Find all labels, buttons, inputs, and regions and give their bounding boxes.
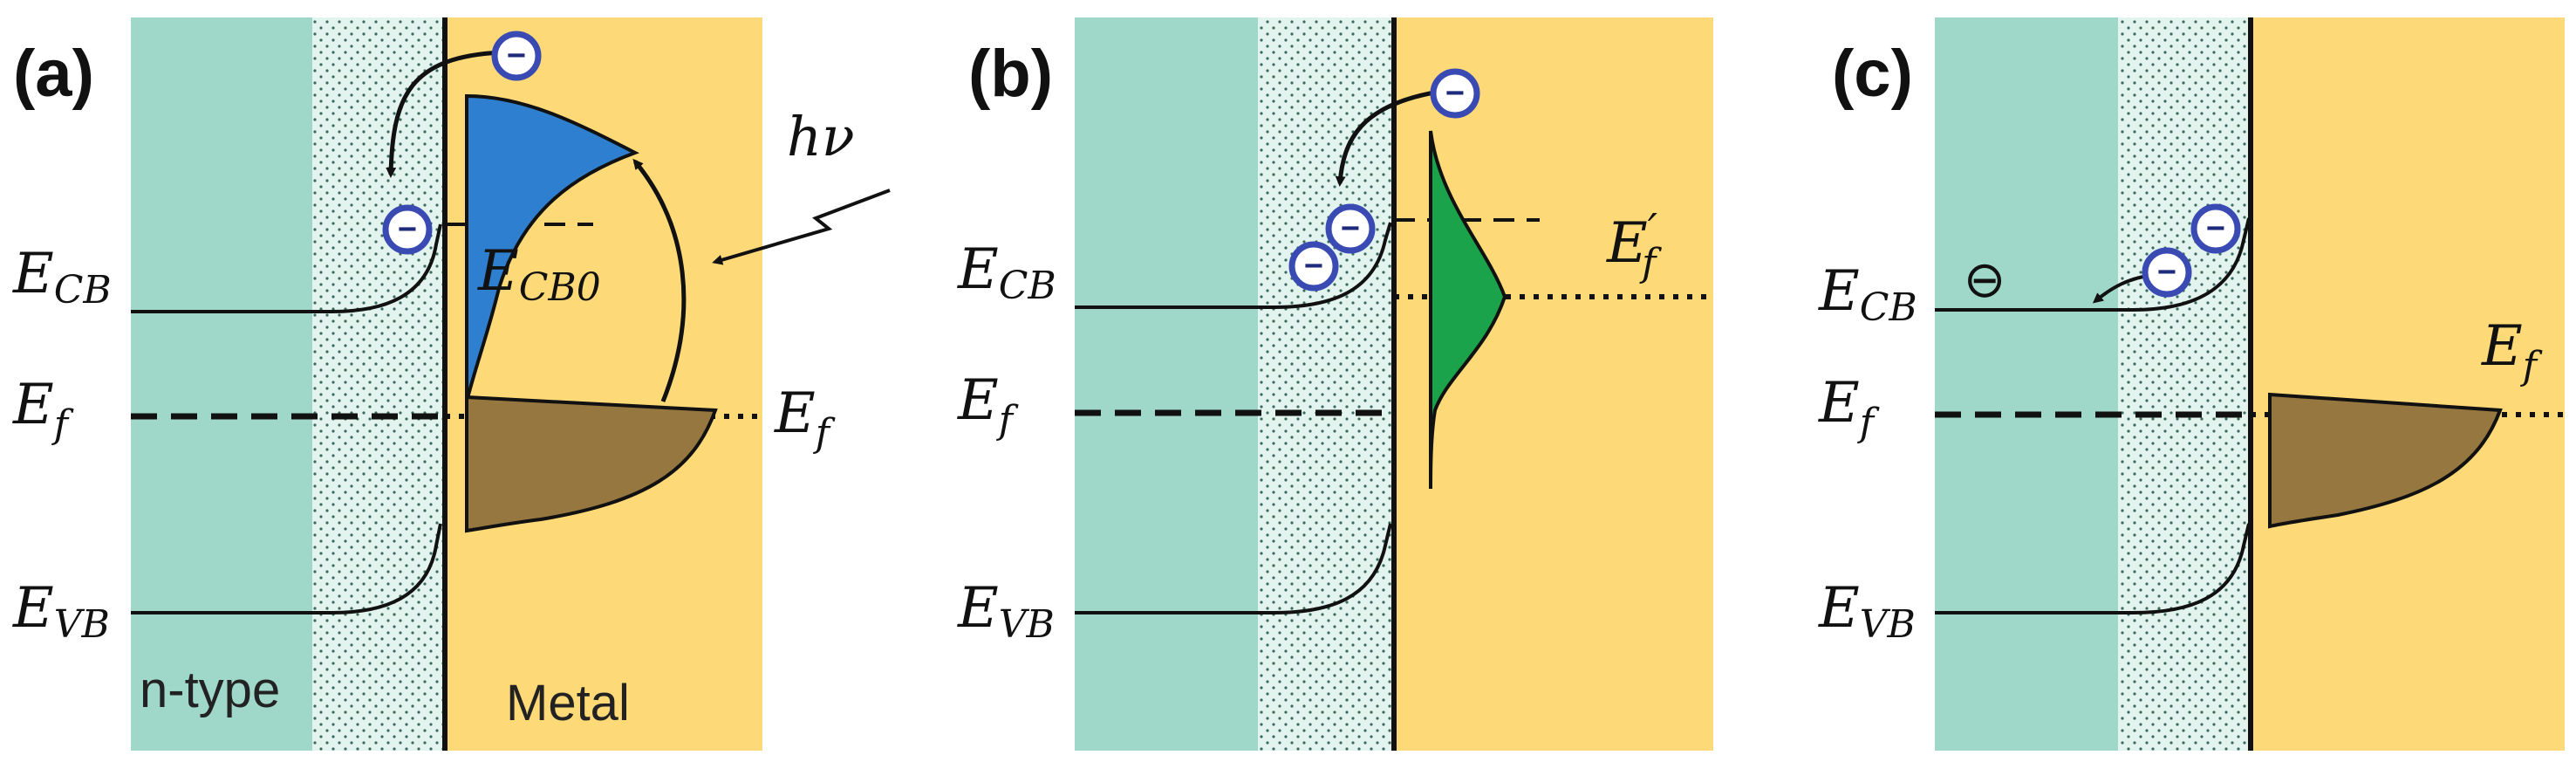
- valence-band: [1935, 523, 2251, 614]
- electron-icon: −: [1288, 241, 1339, 292]
- photon-arrow: [712, 189, 891, 265]
- hot-electron-distribution: [465, 93, 639, 402]
- panel-label: (c): [1832, 37, 1913, 111]
- conduction-band: [131, 223, 442, 313]
- panel-c: − − ⊖ (c) ECB Ef EVB Ef: [1818, 17, 2565, 751]
- excited-electron-distribution: [1429, 130, 1507, 490]
- ecb-label: ECB: [12, 242, 112, 312]
- depletion-region: [1258, 17, 1394, 751]
- evb-label: EVB: [12, 576, 110, 647]
- occupied-states-distribution: [2268, 392, 2503, 529]
- panel-label: (a): [13, 37, 94, 111]
- svg-text:−: −: [1304, 248, 1323, 285]
- injection-arrow: [386, 50, 502, 178]
- metal-label: Metal: [506, 675, 630, 731]
- free-electron-symbol: ⊖: [1964, 250, 2006, 309]
- ecb0-label: ECB0: [477, 239, 601, 310]
- evb-label: EVB: [957, 576, 1055, 647]
- injection-arrow: [1335, 89, 1440, 187]
- semiconductor-region: [1075, 17, 1258, 751]
- svg-text:−: −: [1445, 75, 1465, 112]
- excitation-arrow: [632, 158, 687, 402]
- ef-metal-label: Ef: [774, 381, 836, 456]
- electron-icon: −: [1430, 68, 1480, 119]
- ef-label: Ef: [12, 373, 74, 447]
- ef-label: Ef: [1818, 371, 1880, 445]
- evb-label: EVB: [1818, 576, 1916, 647]
- ef-label: Ef: [957, 368, 1019, 443]
- svg-text:−: −: [2157, 254, 2176, 291]
- depletion-region: [312, 17, 445, 751]
- panel-b: − − − (b) ECB Ef EVB E′f: [957, 17, 1713, 751]
- panel-a: − − (a) ECB Ef EVB ECB0 Ef hν n-type Met…: [12, 17, 891, 751]
- svg-text:−: −: [507, 38, 526, 74]
- svg-text:−: −: [2206, 210, 2225, 247]
- occupied-states-distribution: [465, 395, 718, 533]
- panel-label: (b): [968, 37, 1053, 111]
- semiconductor-region: [1935, 17, 2118, 751]
- electron-icon: −: [2190, 203, 2241, 254]
- electron-icon: −: [382, 204, 433, 255]
- valence-band: [131, 523, 442, 614]
- conduction-band: [1075, 222, 1392, 309]
- ecb-label: ECB: [957, 237, 1056, 308]
- valence-band: [1075, 523, 1392, 614]
- electron-icon: −: [2142, 247, 2192, 298]
- depletion-region: [2118, 17, 2251, 751]
- svg-text:−: −: [398, 211, 417, 248]
- semiconductor-label: n-type: [140, 662, 280, 718]
- photon-label: hν: [787, 105, 855, 168]
- conduction-band: [1935, 217, 2251, 312]
- metal-region: [2251, 17, 2565, 751]
- semiconductor-region: [131, 17, 312, 751]
- electron-icon: −: [1325, 203, 1376, 254]
- ecb-label: ECB: [1818, 259, 1917, 330]
- svg-text:−: −: [1341, 210, 1360, 247]
- ef-prime-label: E′f: [1606, 204, 1662, 285]
- electron-icon: −: [491, 31, 542, 81]
